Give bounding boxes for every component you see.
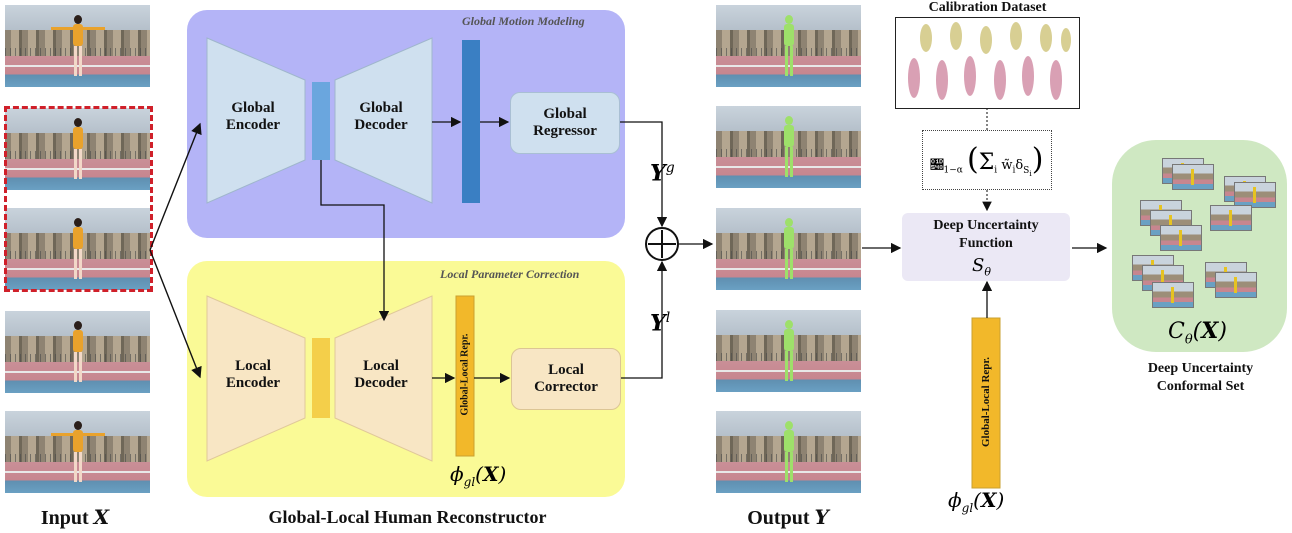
local-latent-bar <box>312 338 330 418</box>
local-decoder-shape <box>334 295 433 462</box>
conformal-sample-8 <box>1160 225 1202 251</box>
input-frame-4 <box>5 311 150 393</box>
input-label: Input X <box>40 505 110 529</box>
global-regressor-box: Global Regressor <box>510 92 620 154</box>
local-repr-label: Global-Local Repr. <box>459 333 471 416</box>
local-corrector-label: Local Corrector <box>534 362 598 395</box>
quantile-formula-text: 𝕈1−α (Σi w̃iδSi) <box>930 142 1044 178</box>
global-panel-title: Global Motion Modeling <box>462 14 585 28</box>
conformal-sample-7 <box>1210 205 1252 231</box>
quantile-formula: 𝕈1−α (Σi w̃iδSi) <box>922 130 1052 190</box>
uncertainty-repr-bar <box>971 317 1001 489</box>
uncertainty-function-title: Deep Uncertainty Function <box>933 218 1039 251</box>
local-phi-label: ϕgl(X) <box>450 462 507 489</box>
output-frame-3 <box>716 208 861 290</box>
global-decoder-label: Global Decoder <box>354 100 408 133</box>
y-local-label: Yl <box>650 310 671 337</box>
output-label: Output Y <box>747 505 829 529</box>
conformal-set-symbol: Cθ(X) <box>1168 318 1227 348</box>
local-decoder-label: Local Decoder <box>354 358 408 391</box>
global-feature-bar <box>462 40 480 203</box>
calibration-meshes <box>908 22 1071 100</box>
uncertainty-function-symbol: Sθ <box>972 255 991 279</box>
input-frame-3 <box>5 208 150 290</box>
conformal-set-title: Deep Uncertainty Conformal Set <box>1147 361 1254 394</box>
global-encoder-label: Global Encoder <box>225 100 281 133</box>
reconstructor-label: Global-Local Human Reconstructor <box>268 507 547 527</box>
uncertainty-phi-label: ϕgl(X) <box>948 488 1005 515</box>
uncertainty-repr-label: Global-Local Repr. <box>980 356 992 448</box>
conformal-sample-13 <box>1152 282 1194 308</box>
input-frame-1 <box>5 5 150 87</box>
uncertainty-function-box: Deep Uncertainty Function Sθ <box>902 213 1070 281</box>
output-frame-4 <box>716 310 861 392</box>
output-frame-2 <box>716 106 861 188</box>
local-encoder-label: Local Encoder <box>225 358 281 391</box>
y-global-label: Yg <box>650 160 675 187</box>
global-latent-bar <box>312 82 330 160</box>
global-decoder-shape <box>334 37 433 204</box>
conformal-sample-4 <box>1234 182 1276 208</box>
calibration-dataset-image <box>895 17 1080 109</box>
local-corrector-box: Local Corrector <box>511 348 621 410</box>
local-encoder-shape <box>206 295 306 462</box>
local-repr-bar <box>455 295 475 457</box>
conformal-sample-2 <box>1172 164 1214 190</box>
global-encoder-shape <box>206 37 306 204</box>
input-frame-5 <box>5 411 150 493</box>
calibration-title: Calibration Dataset <box>928 0 1047 15</box>
global-regressor-label: Global Regressor <box>533 106 597 139</box>
local-panel-title: Local Parameter Correction <box>440 267 580 281</box>
conformal-sample-12 <box>1215 272 1257 298</box>
input-selection-box <box>4 106 153 292</box>
input-frame-2 <box>5 108 150 190</box>
output-frame-1 <box>716 5 861 87</box>
output-frame-5 <box>716 411 861 493</box>
